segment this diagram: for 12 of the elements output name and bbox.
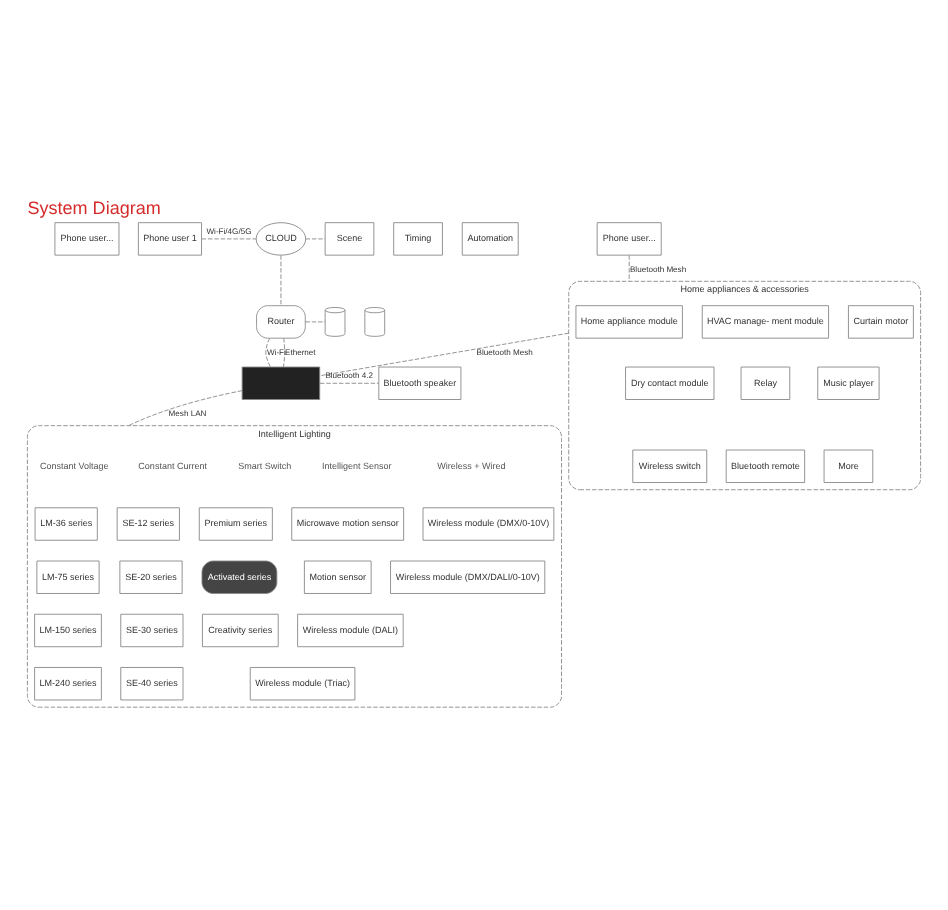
diagram-title: System Diagram (27, 197, 161, 218)
connector (319, 332, 570, 377)
connector (280, 255, 282, 306)
connector (305, 321, 326, 323)
connector (283, 337, 286, 368)
connector (628, 255, 630, 282)
connector (201, 238, 257, 240)
connector (128, 390, 243, 427)
connector (305, 238, 326, 240)
connector (319, 382, 380, 384)
connector (265, 337, 271, 368)
node-box (241, 366, 321, 400)
